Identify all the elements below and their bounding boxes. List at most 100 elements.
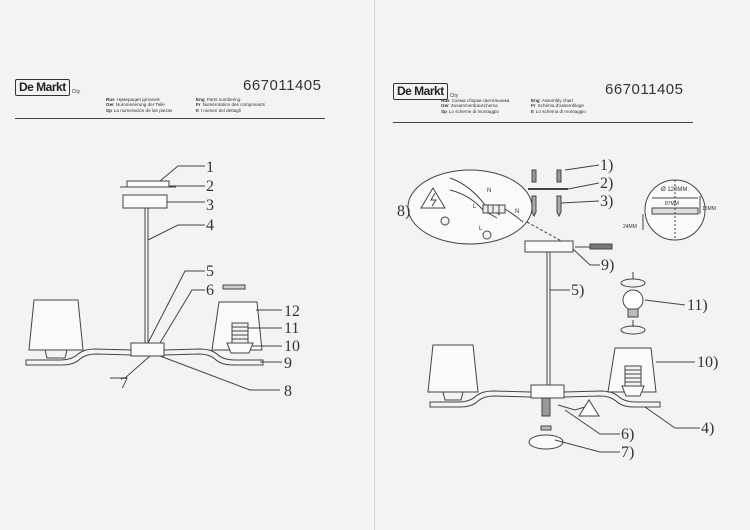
ring-top — [620, 278, 646, 288]
dim-width: 87MM — [665, 201, 679, 207]
earth-screw-icon-2 — [482, 230, 492, 240]
leader-7 — [554, 439, 620, 453]
leader-11 — [644, 299, 686, 306]
left-arm — [25, 348, 132, 366]
bubble-pointer — [526, 221, 566, 244]
bottom-screw — [541, 397, 551, 417]
dim-depth: 24MM — [623, 224, 637, 230]
wire-label: N — [487, 188, 491, 194]
brand-sub: City — [449, 93, 459, 99]
callout-8: 8) — [397, 203, 410, 220]
callout-12: 12 — [284, 303, 300, 320]
right-holder — [226, 342, 254, 354]
wire-label: L — [473, 204, 477, 210]
header-divider — [15, 118, 325, 119]
callout-10: 10 — [284, 338, 300, 355]
earth-screw-icon — [440, 216, 450, 226]
wire-label: L — [479, 226, 483, 232]
callout-9: 9 — [284, 355, 292, 372]
leader-4 — [147, 224, 205, 241]
screw-1 — [531, 195, 537, 218]
callout-11: 11) — [687, 297, 708, 314]
nut — [540, 425, 552, 431]
canopy — [524, 240, 574, 253]
leader-3 — [560, 200, 600, 204]
screwdriver-icon — [589, 243, 613, 250]
dim-height: 15MM — [702, 206, 716, 212]
callout-5: 5 — [206, 263, 214, 280]
warning-triangle-icon-2 — [578, 399, 600, 417]
terminal-block — [482, 204, 506, 214]
callout-1: 1 — [206, 159, 214, 176]
ring-bottom — [620, 325, 646, 335]
callout-6: 6 — [206, 282, 214, 299]
left-arm — [429, 390, 532, 408]
leader-1 — [564, 164, 600, 171]
parts-diagram: 1 2 3 4 5 6 12 11 10 9 7 8 — [25, 159, 300, 400]
assembly-diagram: Ø 120MM 87MM 15MM 24MM N L N L 1) 2) 3) … — [397, 157, 718, 461]
callout-9: 9) — [601, 257, 614, 274]
callout-8: 8 — [284, 383, 292, 400]
bulb-base — [627, 308, 639, 318]
wire-label: N — [515, 209, 519, 215]
callout-4: 4) — [701, 420, 714, 437]
callout-2: 2) — [600, 175, 613, 192]
wire-bottom — [557, 404, 586, 411]
header-divider — [393, 122, 693, 123]
canopy-cup — [122, 194, 168, 209]
lightning-icon — [430, 192, 437, 207]
callout-5: 5) — [571, 282, 584, 299]
hub — [530, 384, 565, 399]
brand-logo: De Markt City — [393, 83, 458, 100]
canopy-plate — [126, 180, 170, 188]
leader-1 — [159, 165, 205, 182]
leader-8 — [159, 355, 280, 391]
ring-part — [222, 284, 246, 290]
wire-3 — [504, 208, 524, 223]
callout-4: 4 — [206, 217, 214, 234]
left-shade — [427, 344, 479, 393]
callout-3: 3 — [206, 197, 214, 214]
callout-6: 6) — [621, 426, 634, 443]
bulb-socket — [231, 322, 249, 344]
brand-sub: City — [71, 89, 81, 95]
leader-9 — [572, 248, 600, 266]
callout-7: 7 — [120, 375, 128, 392]
callout-11: 11 — [284, 320, 299, 337]
dim-diameter: Ø 120MM — [661, 187, 687, 193]
leader-6 — [564, 409, 620, 435]
screw-2 — [556, 195, 562, 218]
left-shade — [28, 299, 84, 351]
product-code: 667011405 — [605, 81, 684, 98]
callout-3: 3) — [600, 193, 613, 210]
callout-2: 2 — [206, 178, 214, 195]
brand-name: De Markt — [15, 79, 70, 96]
left-holder — [44, 349, 68, 359]
warning-triangle-icon — [420, 187, 446, 209]
leader-4 — [644, 406, 700, 429]
product-code: 667011405 — [243, 77, 322, 94]
dowel-1 — [531, 169, 537, 183]
leader-7 — [110, 355, 151, 379]
callout-7: 7) — [621, 444, 634, 461]
hub — [130, 342, 165, 357]
bulb-socket — [624, 365, 642, 387]
bulb-icon — [622, 289, 644, 311]
dowel-2 — [556, 169, 562, 183]
brand-name: De Markt — [393, 83, 448, 100]
callout-10: 10) — [697, 354, 718, 371]
brand-logo: De Markt City — [15, 79, 80, 96]
